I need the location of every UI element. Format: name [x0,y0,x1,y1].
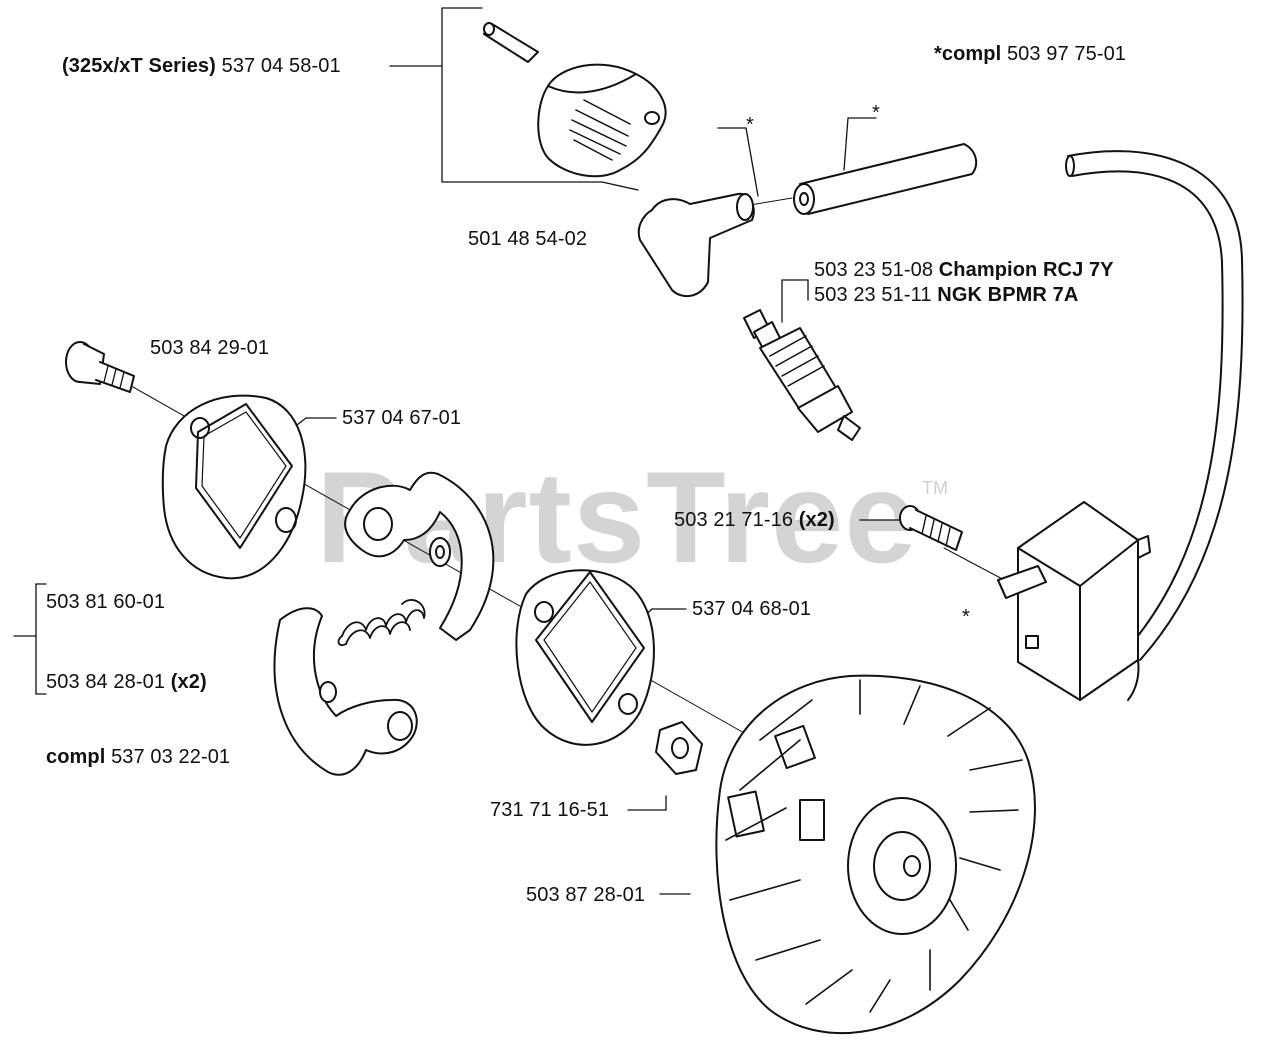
boot-label-part: 501 48 54-02 [468,228,588,250]
clutch-spring-label: 503 84 28-01 (x2) [46,671,207,693]
washer-b-label: 537 04 68-01 [692,598,811,620]
ignition-module-drawing [997,501,1151,701]
spark-plug-drawing [743,309,861,441]
coil-screw-label: 503 21 71-16 (x2) [674,509,835,531]
cover-label: (325x/xT Series) 537 04 58-01 [62,55,341,77]
compl-top-label: *compl 503 97 75-01 [934,43,1126,65]
boot-label: 501 48 54-02 [468,228,587,250]
flywheel-label: 503 87 28-01 [526,884,645,906]
nut-label: 731 71 16-51 [490,799,609,821]
clutch-shoe-label-part: 503 81 60-01 [46,591,166,613]
washer-a-label: 537 04 67-01 [342,407,461,429]
plug-label-2-brand: NGK BPMR 7A [937,284,1079,306]
cover-label-series: (325x/xT Series) [62,55,216,77]
flywheel-label-part: 503 87 28-01 [526,884,646,906]
plug-label-1: 503 23 51-08 Champion RCJ 7Y [814,259,1114,281]
washer-a-label-part: 537 04 67-01 [342,407,462,429]
clutch-compl-label: compl 537 03 22-01 [46,746,230,768]
coil-screw-label-qty: (x2) [798,509,835,531]
plug-boot-drawing [637,192,755,298]
watermark-trademark: TM [922,478,948,498]
bolt-drawing [65,341,135,393]
bolt-label-part: 503 84 29-01 [150,337,270,359]
coil-screw-drawing [899,505,963,551]
ignition-wire-drawing [1065,150,1244,661]
coil-screw-label-part: 503 21 71-16 [674,509,794,531]
clutch-shoe-upper-drawing [344,471,495,641]
plug-label-2-part: 503 23 51-11 [814,284,932,306]
star-marker-a: * [746,114,754,136]
clutch-compl-label-prefix: compl [46,746,106,768]
star-marker-c: * [962,606,970,628]
washer-b-label-part: 537 04 68-01 [692,598,812,620]
plug-label-1-brand: Champion RCJ 7Y [938,259,1114,281]
cover-label-part: 537 04 58-01 [221,55,341,77]
nut-label-part: 731 71 16-51 [490,799,610,821]
clutch-shoe-label: 503 81 60-01 [46,591,165,613]
leader-lines [13,7,901,895]
clutch-spring-label-qty: (x2) [170,671,207,693]
star-marker-b: * [872,102,880,124]
plug-cover-drawing [537,63,667,178]
clutch-spring-label-part: 503 84 28-01 [46,671,166,693]
compl-top-label-part: 503 97 75-01 [1006,43,1127,65]
clutch-shoe-lower-drawing [273,607,418,776]
tube-drawing [793,143,978,215]
clutch-spring-drawing [337,599,426,646]
flywheel-drawing [715,674,1036,1035]
plug-label-1-part: 503 23 51-08 [814,259,934,281]
washer-b-drawing [515,569,655,746]
nut-drawing [655,721,703,775]
bolt-label: 503 84 29-01 [150,337,269,359]
washer-a-drawing [161,394,307,580]
pin-drawing [483,22,539,63]
plug-label-2: 503 23 51-11 NGK BPMR 7A [814,284,1078,306]
compl-top-label-prefix: *compl [934,43,1002,65]
clutch-compl-label-part: 537 03 22-01 [111,746,231,768]
